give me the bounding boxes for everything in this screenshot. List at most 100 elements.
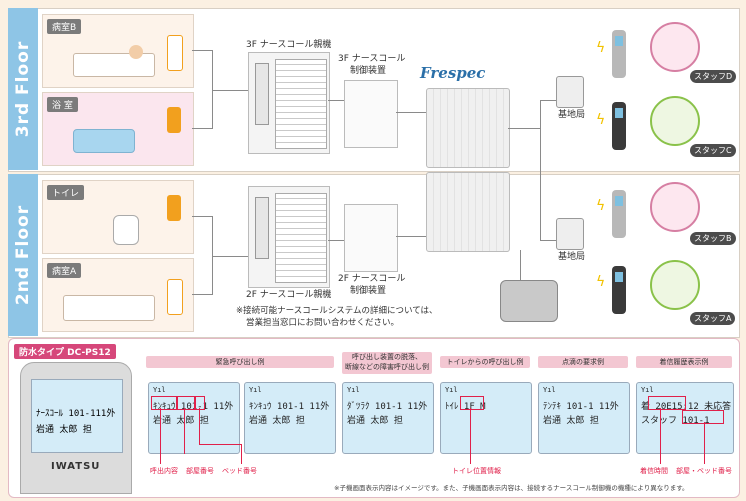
toilet-call-button-icon (167, 195, 181, 221)
annotation-line (470, 408, 471, 464)
third-floor-label: 3rd Floor (13, 40, 33, 138)
call-button-icon (167, 279, 183, 315)
staff-c-label: スタッフC (690, 144, 736, 157)
staff-a-label: スタッフA (690, 312, 736, 325)
handset-screen: ﾅｰｽｺｰﾙ 101-111外 岩通 太郎 担 (31, 379, 123, 453)
wire (328, 240, 344, 241)
base-station-1-icon (556, 76, 584, 108)
staff-a-avatar (650, 260, 700, 310)
brand-logo: Frespec (420, 64, 486, 82)
nurse-master-2f-label: 2F ナースコール親機 (246, 290, 332, 300)
staff-b-label: スタッフB (690, 232, 736, 245)
wire (192, 294, 212, 295)
antenna-icon: Yıl (249, 386, 262, 394)
staff-d-label: スタッフD (690, 70, 737, 83)
controller-2f-label-2: 制御装置 (350, 286, 387, 296)
handset-icon (255, 63, 269, 125)
screen-line-2: スタッフ 101-1 (641, 416, 710, 426)
screen-line-1: 着 20E15:12 未応答 (641, 402, 732, 412)
annotation-line (199, 408, 200, 444)
device-brand: IWATSU (51, 461, 101, 472)
annotation-bed-number: ベッド番号 (222, 467, 257, 475)
wire (540, 240, 556, 241)
wire (192, 128, 212, 129)
pbx-unit-bottom (426, 172, 510, 252)
example-disconnect-screen: Yıl ﾀﾞﾂﾗｸ 101-1 11外 岩通 太郎 担 (342, 382, 434, 454)
base-station-1-label: 基地局 (558, 110, 586, 120)
wire (396, 112, 426, 113)
screen-line-1: ﾃﾝﾃｷ 101-1 11外 (543, 402, 619, 412)
example-drip-header: 点滴の要求例 (538, 356, 628, 368)
annotation-room-number: 部屋番号 (186, 467, 214, 475)
wire (192, 216, 212, 217)
pbx-unit-top (426, 88, 510, 168)
screen-line-2: 岩通 太郎 担 (543, 416, 599, 426)
antenna-icon: Yıl (641, 386, 654, 394)
desk-phone-icon (500, 280, 558, 322)
example-history-screen: Yıl 着 20E15:12 未応答 スタッフ 101-1 (636, 382, 734, 454)
toilet-position-highlight (460, 396, 484, 410)
controller-2f (344, 204, 398, 272)
staff-c-avatar (650, 96, 700, 146)
bed-icon (63, 295, 155, 321)
bathtub-icon (73, 129, 135, 153)
bath-call-button-icon (167, 107, 181, 133)
example-history-header: 着信履歴表示例 (636, 356, 732, 368)
nurse-master-3f-label: 3F ナースコール親機 (246, 40, 332, 50)
annotation-line (160, 408, 161, 464)
wire (212, 216, 213, 295)
second-floor-label: 2nd Floor (13, 204, 33, 306)
note-line-1: ※接続可能ナースコールシステムの詳細については、 (236, 306, 438, 316)
second-floor-band: 2nd Floor (8, 174, 38, 336)
screen-line-1: ｷﾝｷｭｳ 101-1 11外 (249, 402, 330, 412)
main-screen-line-2: 岩通 太郎 担 (36, 425, 92, 435)
antenna-icon: Yıl (153, 386, 166, 394)
wire (520, 250, 521, 280)
screen-line-1: ﾀﾞﾂﾗｸ 101-1 11外 (347, 402, 428, 412)
bathroom-illustration: 浴 室 (42, 92, 194, 166)
screen-line-1: ﾄｲﾚ 1F M (445, 402, 486, 412)
annotation-toilet-position: トイレ位置情報 (452, 467, 501, 475)
example-disconnect-header: 呼び出し装置の脱落、 断線などの障害呼び出し例 (342, 352, 432, 374)
example-disconnect-title-1: 呼び出し装置の脱落、 (352, 353, 422, 361)
signal-icon: ϟ (596, 274, 606, 290)
antenna-icon: Yıl (543, 386, 556, 394)
toilet-illustration: トイレ (42, 180, 194, 254)
antenna-icon: Yıl (445, 386, 458, 394)
product-type-label: 防水タイプ DC-PS12 (14, 344, 116, 359)
handset-b-icon (612, 190, 626, 238)
handset-icon (255, 197, 269, 259)
annotation-line (704, 422, 705, 464)
annotation-line (199, 444, 241, 445)
signal-icon: ϟ (596, 112, 606, 128)
example-toilet-screen: Yıl ﾄｲﾚ 1F M (440, 382, 532, 454)
bed-icon (73, 53, 155, 77)
screen-line-2: 岩通 太郎 担 (347, 416, 403, 426)
product-model: DC-PS12 (67, 348, 111, 358)
signal-icon: ϟ (596, 40, 606, 56)
note-line-2: 営業担当窓口にお問い合わせください。 (246, 318, 400, 328)
controller-3f-label-2: 制御装置 (350, 66, 387, 76)
annotation-line (660, 408, 661, 464)
annotation-line (241, 444, 242, 464)
controller-3f (344, 80, 398, 148)
controller-2f-label-1: 2F ナースコール (338, 274, 406, 284)
handset-d-icon (612, 30, 626, 78)
nurse-master-2f (248, 186, 330, 288)
toilet-icon (113, 215, 139, 245)
annotation-room-bed: 部屋・ベッド番号 (676, 467, 732, 475)
handset-c-icon (612, 102, 626, 150)
footnote: ※子機画面表示内容はイメージです。また、子機画面表示内容は、接続するナースコール… (334, 484, 689, 492)
example-emergency-header: 緊急呼び出し例 (146, 356, 334, 368)
button-grid-icon (275, 59, 327, 149)
call-button-icon (167, 35, 183, 71)
wire (212, 50, 213, 129)
example-toilet-header: トイレからの呼び出し例 (440, 356, 530, 368)
signal-icon: ϟ (596, 198, 606, 214)
third-floor-band: 3rd Floor (8, 8, 38, 170)
wire (508, 128, 540, 129)
main-screen-line-1: ﾅｰｽｺｰﾙ 101-111外 (36, 409, 116, 419)
room-b-illustration: 病室B (42, 14, 194, 88)
annotation-line (184, 408, 185, 454)
patient-icon (129, 45, 143, 59)
